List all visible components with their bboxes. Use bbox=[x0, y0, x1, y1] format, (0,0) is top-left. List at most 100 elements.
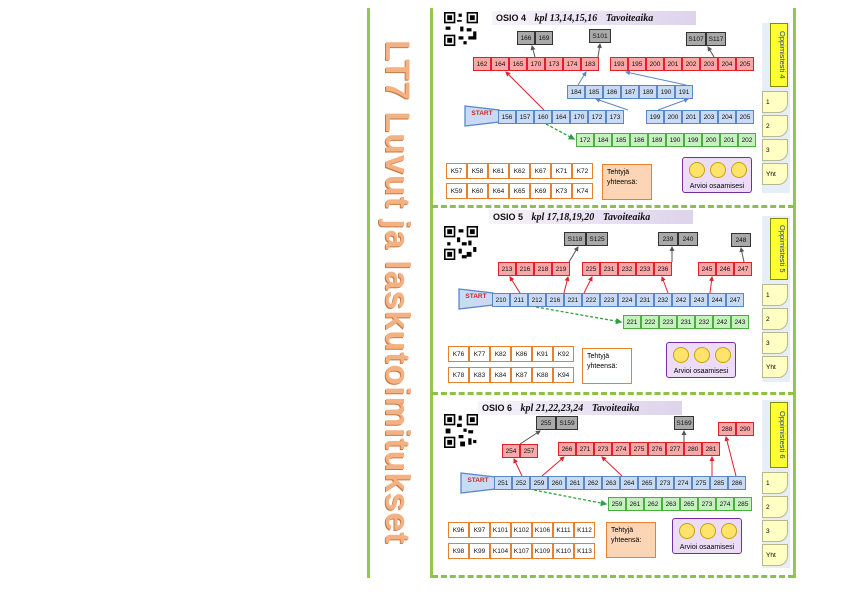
task-cell[interactable]: 245 bbox=[698, 262, 716, 276]
task-cell[interactable]: 263 bbox=[662, 497, 680, 511]
task-cell[interactable]: 260 bbox=[548, 476, 566, 490]
task-cell[interactable]: S101 bbox=[589, 29, 611, 43]
task-cell[interactable]: 219 bbox=[552, 262, 570, 276]
task-cell[interactable]: 205 bbox=[736, 57, 754, 71]
k-task-cell[interactable]: K71 bbox=[551, 163, 572, 179]
test-item[interactable]: 2 bbox=[762, 496, 788, 518]
task-cell[interactable]: 246 bbox=[716, 262, 734, 276]
k-task-cell[interactable]: K58 bbox=[467, 163, 488, 179]
task-cell[interactable]: 166 bbox=[517, 31, 535, 45]
task-cell[interactable]: S107 bbox=[686, 32, 706, 46]
task-cell[interactable]: 285 bbox=[710, 476, 728, 490]
task-cell[interactable]: 242 bbox=[672, 293, 690, 307]
task-cell[interactable]: 221 bbox=[564, 293, 582, 307]
task-cell[interactable]: 252 bbox=[512, 476, 530, 490]
task-cell[interactable]: 186 bbox=[630, 133, 648, 147]
task-cell[interactable]: 261 bbox=[566, 476, 584, 490]
k-task-cell[interactable]: K113 bbox=[574, 543, 595, 559]
task-cell[interactable]: 216 bbox=[546, 293, 564, 307]
task-cell[interactable]: 286 bbox=[728, 476, 746, 490]
k-task-cell[interactable]: K57 bbox=[446, 163, 467, 179]
task-cell[interactable]: 232 bbox=[695, 315, 713, 329]
test-item[interactable]: 3 bbox=[762, 139, 788, 161]
task-cell[interactable]: 266 bbox=[558, 442, 576, 456]
task-cell[interactable]: 201 bbox=[664, 57, 682, 71]
k-task-cell[interactable]: K101 bbox=[490, 522, 511, 538]
task-cell[interactable]: 265 bbox=[638, 476, 656, 490]
k-task-cell[interactable]: K96 bbox=[448, 522, 469, 538]
k-task-cell[interactable]: K104 bbox=[490, 543, 511, 559]
task-cell[interactable]: 239 bbox=[658, 232, 678, 246]
task-cell[interactable]: 173 bbox=[606, 110, 624, 124]
task-cell[interactable]: 169 bbox=[535, 31, 553, 45]
total-box[interactable]: Tehtyjä yhteensä: bbox=[582, 348, 632, 384]
k-task-cell[interactable]: K112 bbox=[574, 522, 595, 538]
task-cell[interactable]: 222 bbox=[582, 293, 600, 307]
task-cell[interactable]: 187 bbox=[621, 85, 639, 99]
self-assessment-box[interactable]: Arvioi osaamisesi bbox=[666, 342, 736, 378]
task-cell[interactable]: 184 bbox=[567, 85, 585, 99]
k-task-cell[interactable]: K91 bbox=[532, 346, 553, 362]
task-cell[interactable]: 244 bbox=[708, 293, 726, 307]
k-task-cell[interactable]: K94 bbox=[553, 367, 574, 383]
task-cell[interactable]: 247 bbox=[726, 293, 744, 307]
task-cell[interactable]: 185 bbox=[585, 85, 603, 99]
task-cell[interactable]: 265 bbox=[680, 497, 698, 511]
task-cell[interactable]: 190 bbox=[666, 133, 684, 147]
k-task-cell[interactable]: K83 bbox=[469, 367, 490, 383]
task-cell[interactable]: 240 bbox=[678, 232, 698, 246]
task-cell[interactable]: 205 bbox=[736, 110, 754, 124]
task-cell[interactable]: 224 bbox=[618, 293, 636, 307]
task-cell[interactable]: 281 bbox=[702, 442, 720, 456]
k-task-cell[interactable]: K111 bbox=[553, 522, 574, 538]
task-cell[interactable]: 259 bbox=[608, 497, 626, 511]
task-cell[interactable]: 157 bbox=[516, 110, 534, 124]
task-cell[interactable]: 232 bbox=[618, 262, 636, 276]
task-cell[interactable]: 199 bbox=[646, 110, 664, 124]
test-tab[interactable]: Oppimistesti 6 bbox=[770, 402, 788, 468]
task-cell[interactable]: 231 bbox=[600, 262, 618, 276]
task-cell[interactable]: 202 bbox=[682, 57, 700, 71]
task-cell[interactable]: 233 bbox=[636, 262, 654, 276]
task-cell[interactable]: 255 bbox=[536, 416, 556, 430]
task-cell[interactable]: 210 bbox=[492, 293, 510, 307]
k-task-cell[interactable]: K76 bbox=[448, 346, 469, 362]
k-task-cell[interactable]: K99 bbox=[469, 543, 490, 559]
task-cell[interactable]: 274 bbox=[674, 476, 692, 490]
task-cell[interactable]: 156 bbox=[498, 110, 516, 124]
task-cell[interactable]: S169 bbox=[674, 416, 694, 430]
task-cell[interactable]: 221 bbox=[623, 315, 641, 329]
task-cell[interactable]: 164 bbox=[552, 110, 570, 124]
task-cell[interactable]: 285 bbox=[734, 497, 752, 511]
task-cell[interactable]: 211 bbox=[510, 293, 528, 307]
self-assessment-box[interactable]: Arvioi osaamisesi bbox=[672, 518, 742, 554]
task-cell[interactable]: 262 bbox=[584, 476, 602, 490]
qr-code-icon[interactable] bbox=[444, 12, 478, 46]
task-cell[interactable]: 170 bbox=[570, 110, 588, 124]
task-cell[interactable]: 202 bbox=[738, 133, 756, 147]
total-box[interactable]: Tehtyjä yhteensä: bbox=[606, 522, 656, 558]
task-cell[interactable]: 193 bbox=[610, 57, 628, 71]
task-cell[interactable]: 218 bbox=[534, 262, 552, 276]
k-task-cell[interactable]: K67 bbox=[530, 163, 551, 179]
task-cell[interactable]: 223 bbox=[600, 293, 618, 307]
test-item[interactable]: 2 bbox=[762, 115, 788, 137]
task-cell[interactable]: 264 bbox=[620, 476, 638, 490]
k-task-cell[interactable]: K59 bbox=[446, 183, 467, 199]
k-task-cell[interactable]: K102 bbox=[511, 522, 532, 538]
task-cell[interactable]: 275 bbox=[692, 476, 710, 490]
k-task-cell[interactable]: K60 bbox=[467, 183, 488, 199]
task-cell[interactable]: 172 bbox=[588, 110, 606, 124]
task-cell[interactable]: 288 bbox=[718, 422, 736, 436]
k-task-cell[interactable]: K73 bbox=[551, 183, 572, 199]
k-task-cell[interactable]: K107 bbox=[511, 543, 532, 559]
task-cell[interactable]: 242 bbox=[713, 315, 731, 329]
task-cell[interactable]: 273 bbox=[594, 442, 612, 456]
task-cell[interactable]: 231 bbox=[677, 315, 695, 329]
task-cell[interactable]: 277 bbox=[666, 442, 684, 456]
task-cell[interactable]: 201 bbox=[720, 133, 738, 147]
task-cell[interactable]: 174 bbox=[563, 57, 581, 71]
task-cell[interactable]: 190 bbox=[657, 85, 675, 99]
test-total[interactable]: Yht bbox=[762, 356, 788, 378]
task-cell[interactable]: 216 bbox=[516, 262, 534, 276]
